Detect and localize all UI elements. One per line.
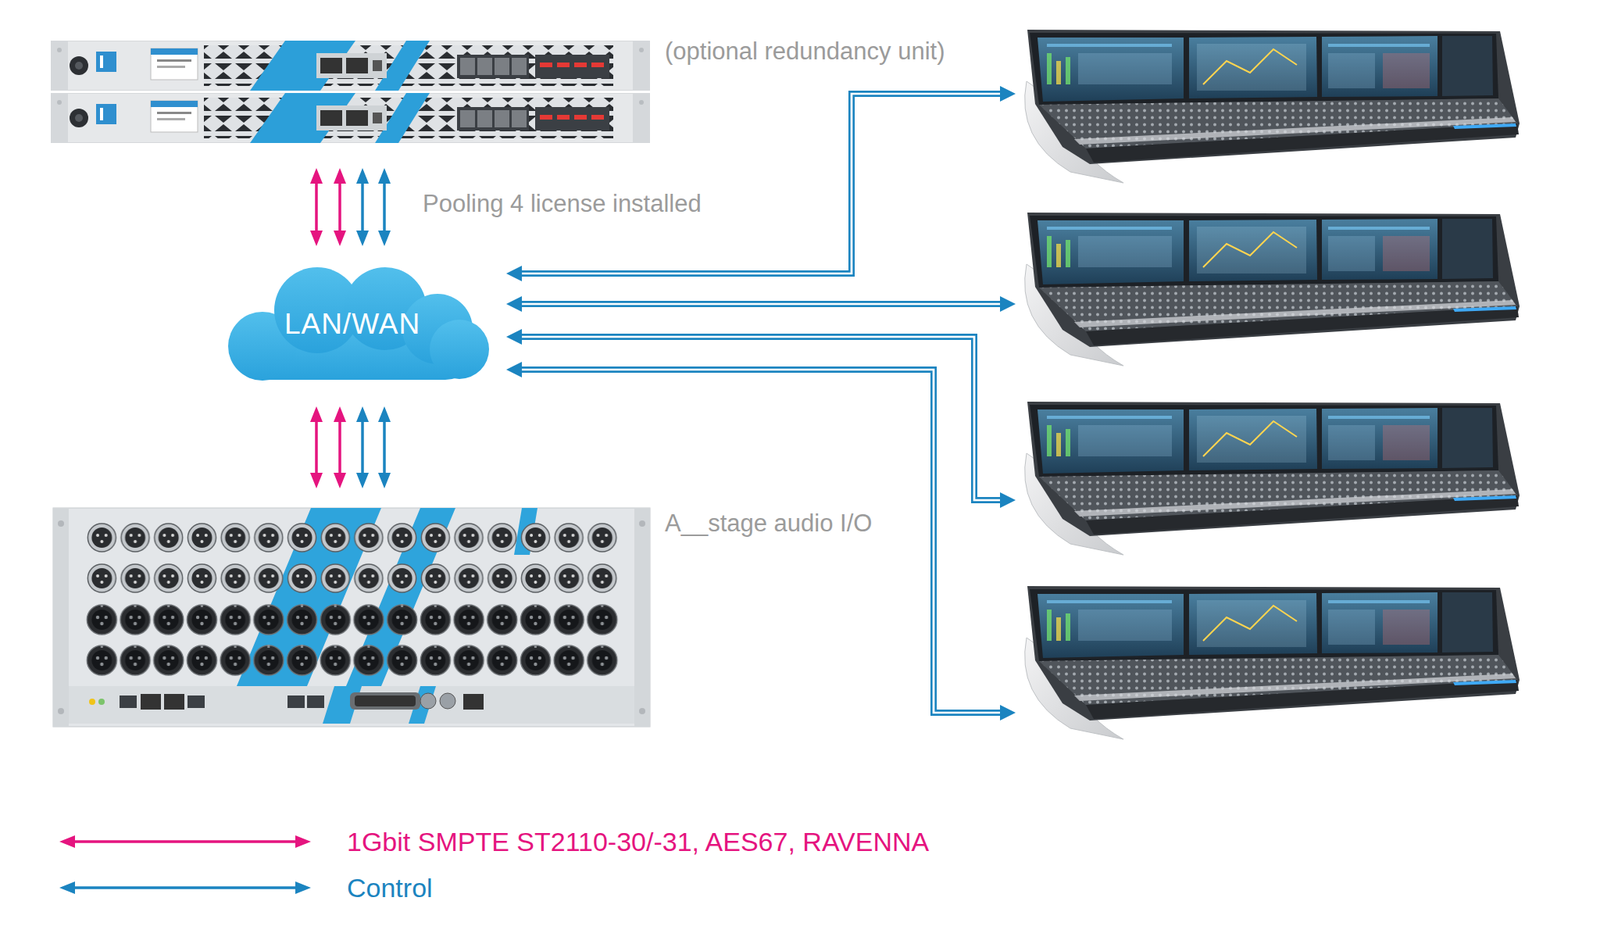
server-units xyxy=(50,40,650,143)
connector xyxy=(310,167,323,247)
connector xyxy=(506,296,1016,312)
mixing-console xyxy=(1015,29,1524,186)
server-unit: (optional redundancy unit) xyxy=(50,39,650,168)
mixing-console xyxy=(1015,212,1524,369)
connector xyxy=(310,406,323,489)
legend-sample xyxy=(56,824,315,859)
legend-text: Control xyxy=(346,870,433,905)
cloud-label: LAN/WAN xyxy=(217,267,488,382)
legend-sample xyxy=(56,870,315,905)
connector xyxy=(378,406,391,489)
legend-text: 1Gbit SMPTE ST2110-30/-31, AES67, RAVENN… xyxy=(346,824,929,859)
connector xyxy=(333,167,347,247)
network-cloud: LAN/WAN xyxy=(217,246,507,407)
annotation-label: Pooling 4 license installed xyxy=(422,189,702,218)
connector xyxy=(333,406,347,489)
stage-io-box: A__stage audio I/O xyxy=(53,488,650,727)
mixing-consoles xyxy=(1025,29,1520,740)
connector xyxy=(356,167,369,247)
node-label: (optional redundancy unit) xyxy=(664,37,945,66)
connector xyxy=(506,328,1016,508)
connector xyxy=(378,167,391,247)
connector xyxy=(506,361,1016,721)
node-label: A__stage audio I/O xyxy=(664,509,872,538)
mixing-console xyxy=(1015,585,1524,743)
mixing-console xyxy=(1015,401,1524,558)
connector xyxy=(506,85,1016,282)
stage-box xyxy=(53,507,650,727)
connector xyxy=(356,406,369,489)
